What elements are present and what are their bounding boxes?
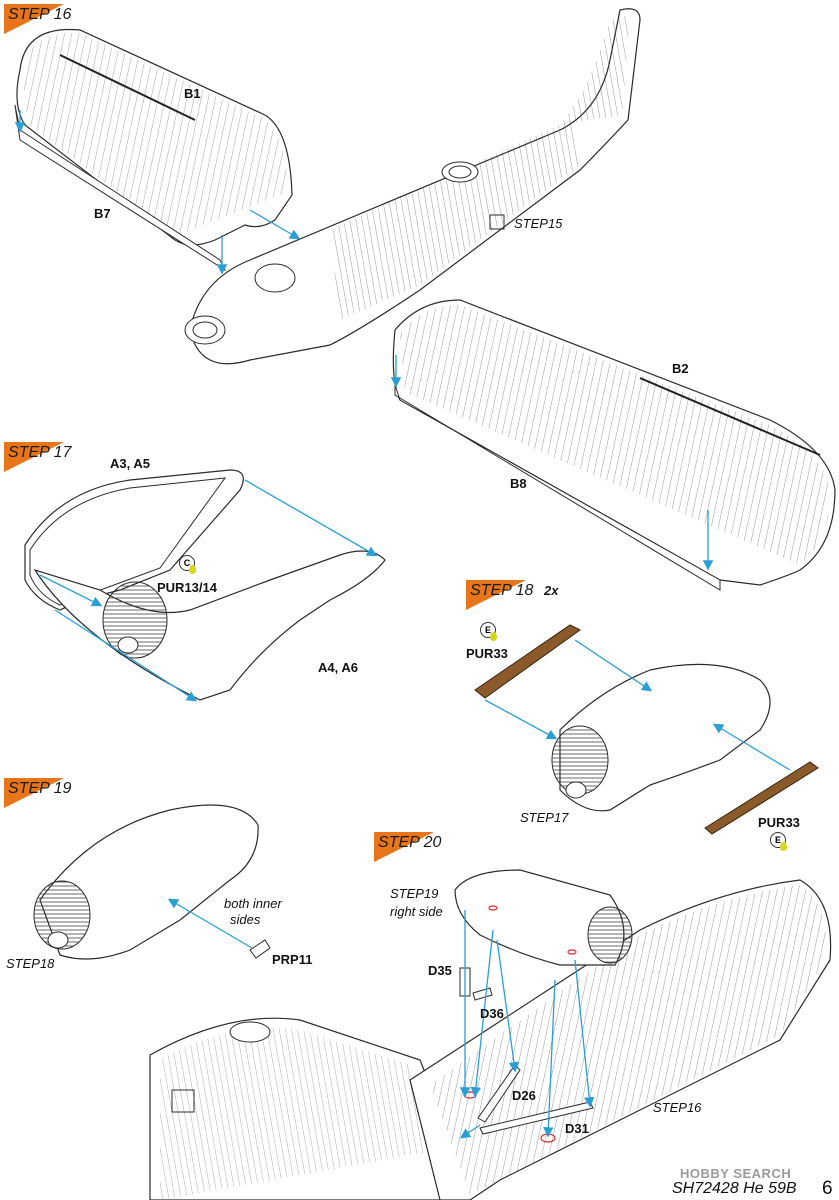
paint-drop-icon (490, 632, 497, 641)
instruction-note-line1: both inner (224, 896, 282, 911)
step17-arrows (39, 479, 378, 702)
part-label-prp11: PRP11 (272, 952, 313, 967)
instruction-note-line2: sides (230, 912, 261, 927)
part-label-b8: B8 (510, 476, 527, 491)
step16-fuselage (184, 8, 641, 365)
step17-reference: STEP17 (520, 810, 569, 825)
step-tag-18: STEP 18 2x (466, 580, 576, 610)
part-label-d36: D36 (480, 1006, 504, 1021)
step18-reference: STEP18 (6, 956, 55, 971)
step16-reference: STEP16 (653, 1100, 702, 1115)
step-label: STEP 19 (8, 780, 72, 797)
part-label-d26: D26 (512, 1088, 536, 1103)
step-multiplier: 2x (544, 583, 559, 598)
part-label-pur33: PUR33 (758, 815, 800, 830)
part-label-pur13-14: PUR13/14 (157, 580, 217, 595)
step18-arrows (484, 639, 791, 771)
part-label-a3-a5: A3, A5 (110, 456, 150, 471)
step17-nacelle (24, 469, 386, 701)
step19-reference-side: right side (390, 904, 443, 919)
paint-drop-icon (189, 565, 196, 574)
step-label: STEP 20 (378, 834, 442, 851)
step19-nacelle (33, 804, 271, 960)
step18-nacelle (551, 663, 771, 812)
step-label: STEP 17 (8, 444, 72, 461)
step-tag-19: STEP 19 (4, 778, 94, 808)
part-label-pur33: PUR33 (466, 646, 508, 661)
part-label-b2: B2 (672, 361, 689, 376)
step-tag-16: STEP 16 (4, 4, 94, 34)
step16-upper-wing-left (14, 28, 293, 272)
step19-arrows (167, 898, 253, 949)
step18-struts (474, 624, 819, 835)
part-label-b1: B1 (184, 86, 201, 101)
step19-reference: STEP19 (390, 886, 439, 901)
part-label-d31: D31 (565, 1121, 589, 1136)
step16-arrows (14, 110, 714, 571)
part-label-d35: D35 (428, 963, 452, 978)
part-label-a4-a6: A4, A6 (318, 660, 358, 675)
footer-kit-code: SH72428 He 59B (672, 1180, 797, 1197)
step20-nacelle (454, 869, 633, 966)
step20-small-parts (459, 905, 594, 1143)
step-tag-20: STEP 20 (374, 832, 464, 862)
page-number: 6 (822, 1178, 833, 1199)
step-label: STEP 18 (470, 582, 534, 599)
part-label-b7: B7 (94, 206, 111, 221)
step-tag-17: STEP 17 (4, 442, 94, 472)
step16-lower-wing-right (392, 299, 836, 591)
paint-drop-icon (780, 842, 787, 851)
step15-reference: STEP15 (514, 216, 563, 231)
watermark: HOBBY SEARCH (680, 1166, 792, 1181)
step-label: STEP 16 (8, 6, 72, 23)
step20-arrows (459, 910, 595, 1139)
